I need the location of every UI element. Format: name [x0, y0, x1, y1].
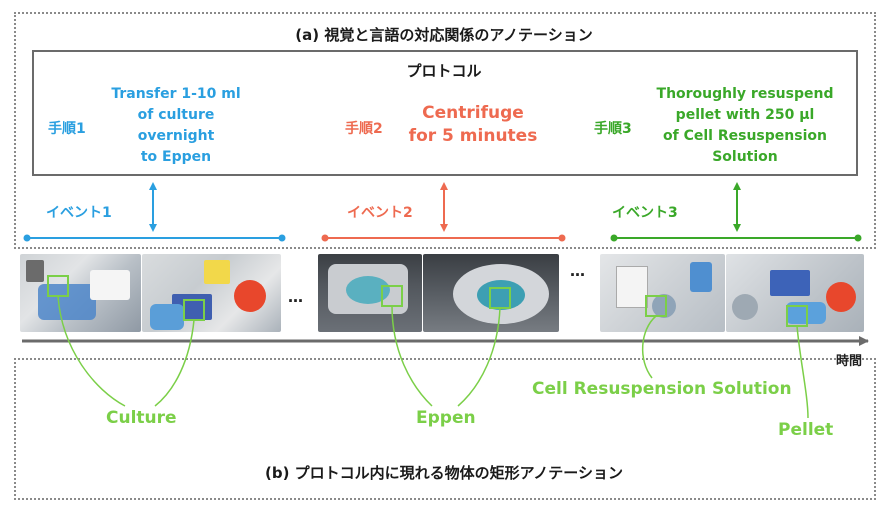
step-1-line-4: to Eppen	[140, 149, 212, 165]
section-a-box	[14, 12, 876, 249]
connector-eppen-2	[457, 307, 501, 407]
connector-pellet	[796, 325, 809, 419]
video-frame-6	[726, 254, 864, 332]
bbox-culture-1	[47, 275, 69, 297]
step-1-text: Transfer 1-10 ml of culture overnight to…	[96, 84, 256, 168]
step-3-line-4: Solution	[712, 149, 778, 165]
event-3-span	[610, 234, 862, 242]
step-3-line-2: pellet with 250 µl	[675, 107, 815, 123]
step-1-line-2: of culture	[137, 107, 215, 123]
ellipsis-1: …	[288, 288, 303, 306]
step-3-line-1: Thoroughly resuspend	[656, 86, 834, 102]
video-frame-4	[423, 254, 559, 332]
time-label: 時間	[836, 354, 863, 369]
bbox-eppen-1	[381, 285, 403, 307]
bbox-culture-2	[183, 299, 205, 321]
connector-eppen-1	[391, 305, 433, 407]
object-label-eppen: Eppen	[416, 408, 476, 428]
step-1-label: 手順1	[48, 121, 86, 137]
step-2-label: 手順2	[345, 121, 383, 137]
object-label-culture: Culture	[106, 408, 177, 428]
section-a-title: (a) 視覚と言語の対応関係のアノテーション	[295, 26, 593, 44]
bbox-eppen-2	[489, 287, 511, 309]
step-2-line-2: for 5 minutes	[408, 126, 538, 146]
event-1-label: イベント1	[46, 205, 112, 221]
bbox-cell-resuspension-solution	[645, 295, 667, 317]
step-3-text: Thoroughly resuspend pellet with 250 µl …	[640, 84, 850, 168]
ellipsis-2: …	[570, 262, 585, 280]
video-frame-5	[600, 254, 725, 332]
object-label-pellet: Pellet	[778, 420, 834, 440]
step-3-label: 手順3	[594, 121, 632, 137]
connector-culture-2	[154, 319, 195, 407]
bbox-pellet	[786, 305, 808, 327]
video-frame-3	[318, 254, 422, 332]
section-b-title: (b) プロトコル内に現れる物体の矩形アノテーション	[264, 464, 624, 482]
protocol-box	[32, 50, 858, 176]
step-3-line-3: of Cell Resuspension	[663, 128, 827, 144]
event-3-label: イベント3	[612, 205, 678, 221]
video-frame-2	[142, 254, 281, 332]
protocol-title: プロトコル	[406, 62, 482, 80]
step-1-line-1: Transfer 1-10 ml	[111, 86, 241, 102]
step-1-line-3: overnight	[137, 128, 215, 144]
event-2-span	[321, 234, 566, 242]
step-2-line-1: Centrifuge	[422, 103, 524, 123]
connector-culture-1	[57, 295, 126, 407]
video-frame-1	[20, 254, 141, 332]
event-1-span	[23, 234, 286, 242]
section-b-box	[14, 358, 876, 500]
step-2-text: Centrifuge for 5 minutes	[398, 102, 548, 148]
connector-cell-resuspension-solution	[641, 315, 657, 379]
event-2-label: イベント2	[347, 205, 413, 221]
object-label-cell-resuspension-solution: Cell Resuspension Solution	[532, 379, 792, 399]
